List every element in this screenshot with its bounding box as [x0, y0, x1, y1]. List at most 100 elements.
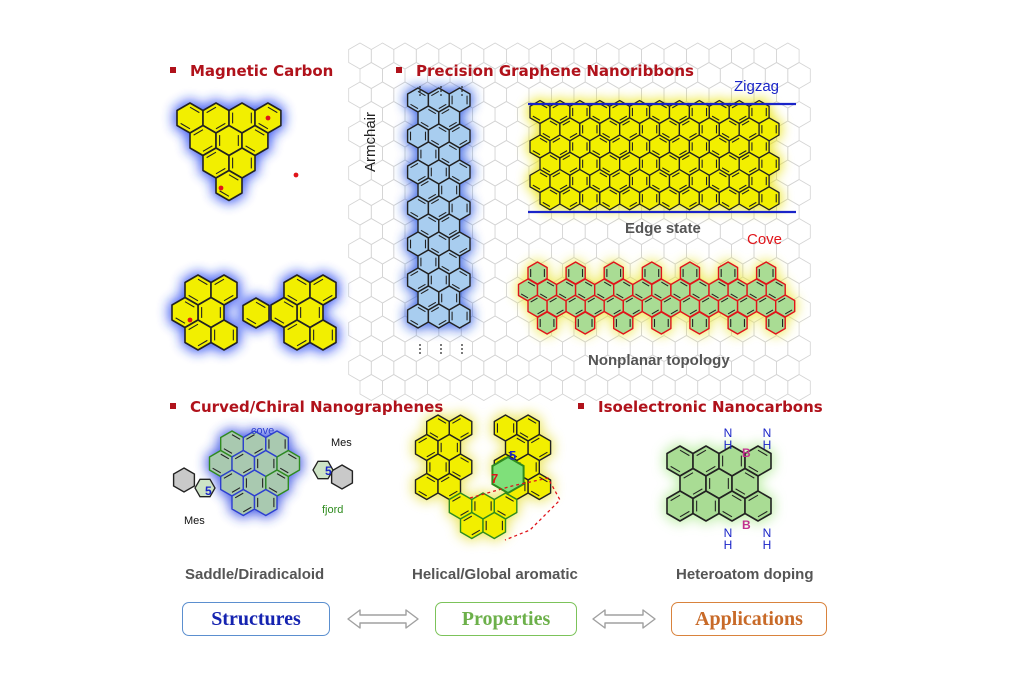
- double-bond: [417, 90, 426, 97]
- double-bond: [619, 184, 628, 190]
- section-title-magnetic-carbon: Magnetic Carbon: [170, 62, 333, 80]
- ring: [758, 186, 780, 211]
- double-bond: [679, 115, 687, 121]
- double-bond: [670, 309, 679, 315]
- double-bond: [537, 309, 545, 315]
- double-bond: [748, 465, 759, 473]
- double-bond: [594, 309, 602, 315]
- double-bond: [679, 449, 690, 457]
- double-bond: [711, 184, 720, 190]
- grid-hex: [562, 218, 586, 245]
- grid-hex: [348, 237, 372, 265]
- double-bond: [431, 306, 440, 313]
- double-bond: [188, 294, 199, 302]
- triangulene-molecule: [173, 99, 285, 205]
- double-bond: [739, 297, 748, 303]
- double-bond: [689, 309, 698, 315]
- double-bond: [441, 157, 450, 164]
- double-bond: [184, 301, 195, 308]
- grid-hex: [483, 120, 507, 148]
- double-bond: [738, 115, 747, 121]
- double-bond: [410, 103, 419, 110]
- double-bond: [757, 510, 768, 518]
- double-bond: [635, 293, 643, 299]
- double-bond: [428, 301, 437, 308]
- grid-hex: [359, 257, 383, 284]
- grid-hex: [787, 179, 811, 206]
- double-bond: [629, 167, 638, 173]
- double-bond: [619, 115, 628, 121]
- double-bond: [756, 281, 764, 287]
- double-bond: [662, 132, 670, 139]
- grid-hex: [370, 81, 395, 109]
- double-bond: [426, 476, 436, 483]
- grid-hex: [472, 296, 496, 323]
- double-bond: [619, 150, 628, 156]
- double-bond: [542, 132, 551, 139]
- double-bond: [219, 190, 230, 197]
- double-bond: [749, 293, 757, 299]
- double-bond: [670, 465, 681, 473]
- double-bond: [530, 490, 540, 497]
- global-aromatic-path: [469, 477, 561, 541]
- double-bond: [711, 150, 720, 156]
- applications-label: Applications: [695, 607, 803, 630]
- label-nonplanar-topology: Nonplanar topology: [588, 352, 730, 369]
- double-bond: [520, 293, 529, 299]
- double-arrow-icon: [347, 609, 419, 629]
- radical-dot: [187, 317, 193, 323]
- double-bond: [296, 278, 307, 286]
- ring: [482, 511, 507, 540]
- grid-hex: [460, 354, 485, 382]
- double-bond: [206, 106, 217, 114]
- double-bond: [681, 154, 690, 161]
- double-bond: [778, 297, 786, 303]
- label-nh-bottom-left: NH: [721, 526, 735, 550]
- double-bond: [592, 150, 601, 156]
- double-bond: [748, 132, 757, 139]
- double-bond: [426, 451, 436, 458]
- double-bond: [267, 106, 278, 114]
- double-bond: [223, 294, 234, 302]
- grid-hex: [596, 237, 620, 265]
- double-bond: [663, 297, 672, 303]
- pentagon-ring: [312, 460, 334, 480]
- grid-hex: [652, 374, 676, 401]
- grid-hex: [382, 101, 406, 128]
- grid-hex: [472, 101, 496, 128]
- double-bond: [681, 120, 690, 126]
- double-bond: [748, 167, 757, 173]
- double-bond: [212, 467, 222, 474]
- helical-molecule: [412, 411, 554, 542]
- double-bond: [652, 150, 660, 156]
- grid-hex: [472, 218, 496, 245]
- double-bond: [622, 120, 630, 126]
- double-bond: [440, 476, 450, 483]
- bullet-icon: [170, 402, 176, 409]
- double-bond: [711, 115, 720, 121]
- double-bond: [546, 281, 555, 287]
- grid-hex: [505, 120, 530, 148]
- double-bond: [246, 317, 257, 325]
- double-bond: [215, 122, 226, 130]
- double-bond: [188, 323, 199, 331]
- double-bond: [245, 145, 256, 152]
- double-bond: [215, 167, 226, 175]
- double-bond: [669, 189, 677, 195]
- double-bond: [741, 154, 750, 161]
- double-bond: [452, 471, 461, 477]
- bullet-icon: [578, 402, 584, 409]
- double-bond: [527, 281, 536, 287]
- double-bond: [228, 174, 239, 181]
- grid-hex: [539, 218, 563, 245]
- grid-hex: [517, 335, 541, 362]
- grid-hex: [719, 218, 744, 245]
- double-bond: [438, 319, 447, 326]
- double-bond: [584, 281, 593, 287]
- double-bond: [428, 108, 437, 115]
- label-cove-small: cove: [251, 425, 275, 437]
- double-bond: [287, 323, 298, 331]
- section-title-precision-gnr: Precision Graphene Nanoribbons: [396, 62, 694, 80]
- double-bond: [268, 487, 278, 493]
- double-bond: [505, 496, 514, 502]
